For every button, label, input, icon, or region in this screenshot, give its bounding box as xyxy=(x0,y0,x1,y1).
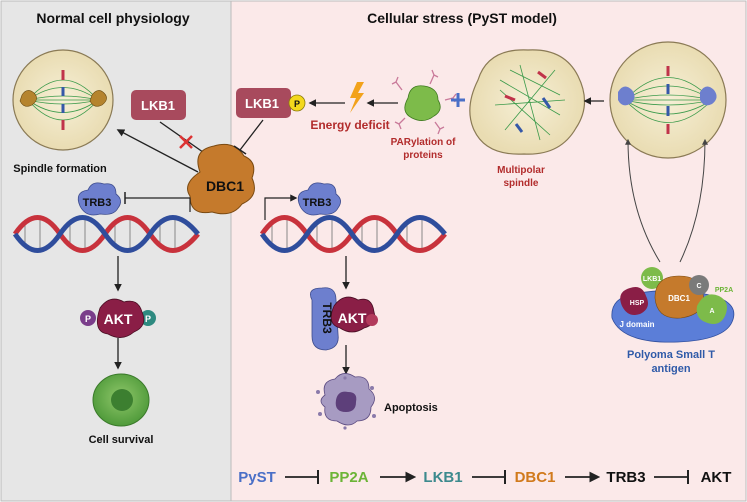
pathway-pyst: PyST xyxy=(238,469,276,486)
dna-right xyxy=(259,215,447,253)
dna-left xyxy=(12,215,200,253)
complex-dbc1-label: DBC1 xyxy=(668,294,690,303)
complex-c-label: C xyxy=(696,283,701,290)
akt-left-p2: P xyxy=(145,314,151,324)
lkb1-left-label: LKB1 xyxy=(141,98,175,113)
blocked-x-icon xyxy=(179,135,193,149)
pathway-lkb1: LKB1 xyxy=(423,469,462,486)
lightning-icon xyxy=(350,82,364,113)
left-panel-title: Normal cell physiology xyxy=(36,10,189,26)
spindle-formation-label: Spindle formation xyxy=(13,163,107,175)
trb3-left-protein xyxy=(77,182,121,216)
pyst-antigen-label-1: Polyoma Small T xyxy=(627,349,715,361)
surviving-cell xyxy=(92,373,150,427)
dbc1-to-spindle-arrow xyxy=(116,129,199,173)
pyst-antigen-label-2: antigen xyxy=(651,363,690,375)
lkb1-right-label: LKB1 xyxy=(245,96,279,111)
pathway-summary: PyST PP2A LKB1 DBC1 TRB3 AKT xyxy=(238,469,731,486)
energy-deficit-label: Energy deficit xyxy=(310,118,389,132)
right-panel-title: Cellular stress (PyST model) xyxy=(367,10,557,26)
complex-a-label: A xyxy=(709,308,714,315)
cell-survival-label: Cell survival xyxy=(89,434,154,446)
dbc1-label: DBC1 xyxy=(206,178,244,194)
phospho-badge xyxy=(288,94,306,112)
pathway-pp2a: PP2A xyxy=(329,469,368,486)
dbc1-to-trb3-right-arrow xyxy=(264,194,298,220)
akt-left-p1: P xyxy=(85,314,91,324)
normal-spindle-cell xyxy=(12,49,114,151)
dbc1-trb3-inhibit-left xyxy=(125,197,191,212)
lkb1-right-box xyxy=(236,88,291,118)
pathway-akt: AKT xyxy=(701,469,732,486)
complex-jdomain-label: J domain xyxy=(619,320,654,329)
multipolar-spindle-cell xyxy=(469,49,586,155)
akt-left-protein xyxy=(80,298,156,338)
plus-icon xyxy=(451,93,465,107)
akt-right-label: AKT xyxy=(338,310,367,326)
pathway-dbc1: DBC1 xyxy=(515,469,556,486)
multipolar-label-2: spindle xyxy=(503,178,538,189)
parylation-label-1: PARylation of xyxy=(391,137,456,148)
parylated-protein xyxy=(391,69,457,135)
complex-to-cell-arrow-1 xyxy=(625,138,661,263)
pyst-complex xyxy=(611,267,735,343)
apoptosis-label: Apoptosis xyxy=(384,402,438,414)
complex-lkb1-label: LKB1 xyxy=(643,276,661,283)
complex-hsp-label: HSP xyxy=(630,300,645,307)
complex-pp2a-label: PP2A xyxy=(715,287,733,294)
parylation-label-2: proteins xyxy=(403,150,443,161)
pathway-trb3: TRB3 xyxy=(606,469,645,486)
phospho-badge-label: P xyxy=(294,99,300,109)
trb3-right-protein xyxy=(297,182,341,216)
trb3-left-label: TRB3 xyxy=(83,197,112,209)
trb3-right-label: TRB3 xyxy=(303,197,332,209)
lkb1-dbc1-inhibit-right xyxy=(239,119,264,151)
multipolar-label-1: Multipolar xyxy=(497,165,545,176)
trb3-vertical-label: TRB3 xyxy=(320,302,334,334)
pyst-spindle-cell xyxy=(609,41,727,159)
lkb1-left-box xyxy=(131,90,186,120)
apoptotic-cell xyxy=(316,373,376,430)
akt-left-label: AKT xyxy=(104,311,133,327)
trb3-akt-complex xyxy=(309,287,378,351)
complex-to-cell-arrow-2 xyxy=(679,138,708,263)
